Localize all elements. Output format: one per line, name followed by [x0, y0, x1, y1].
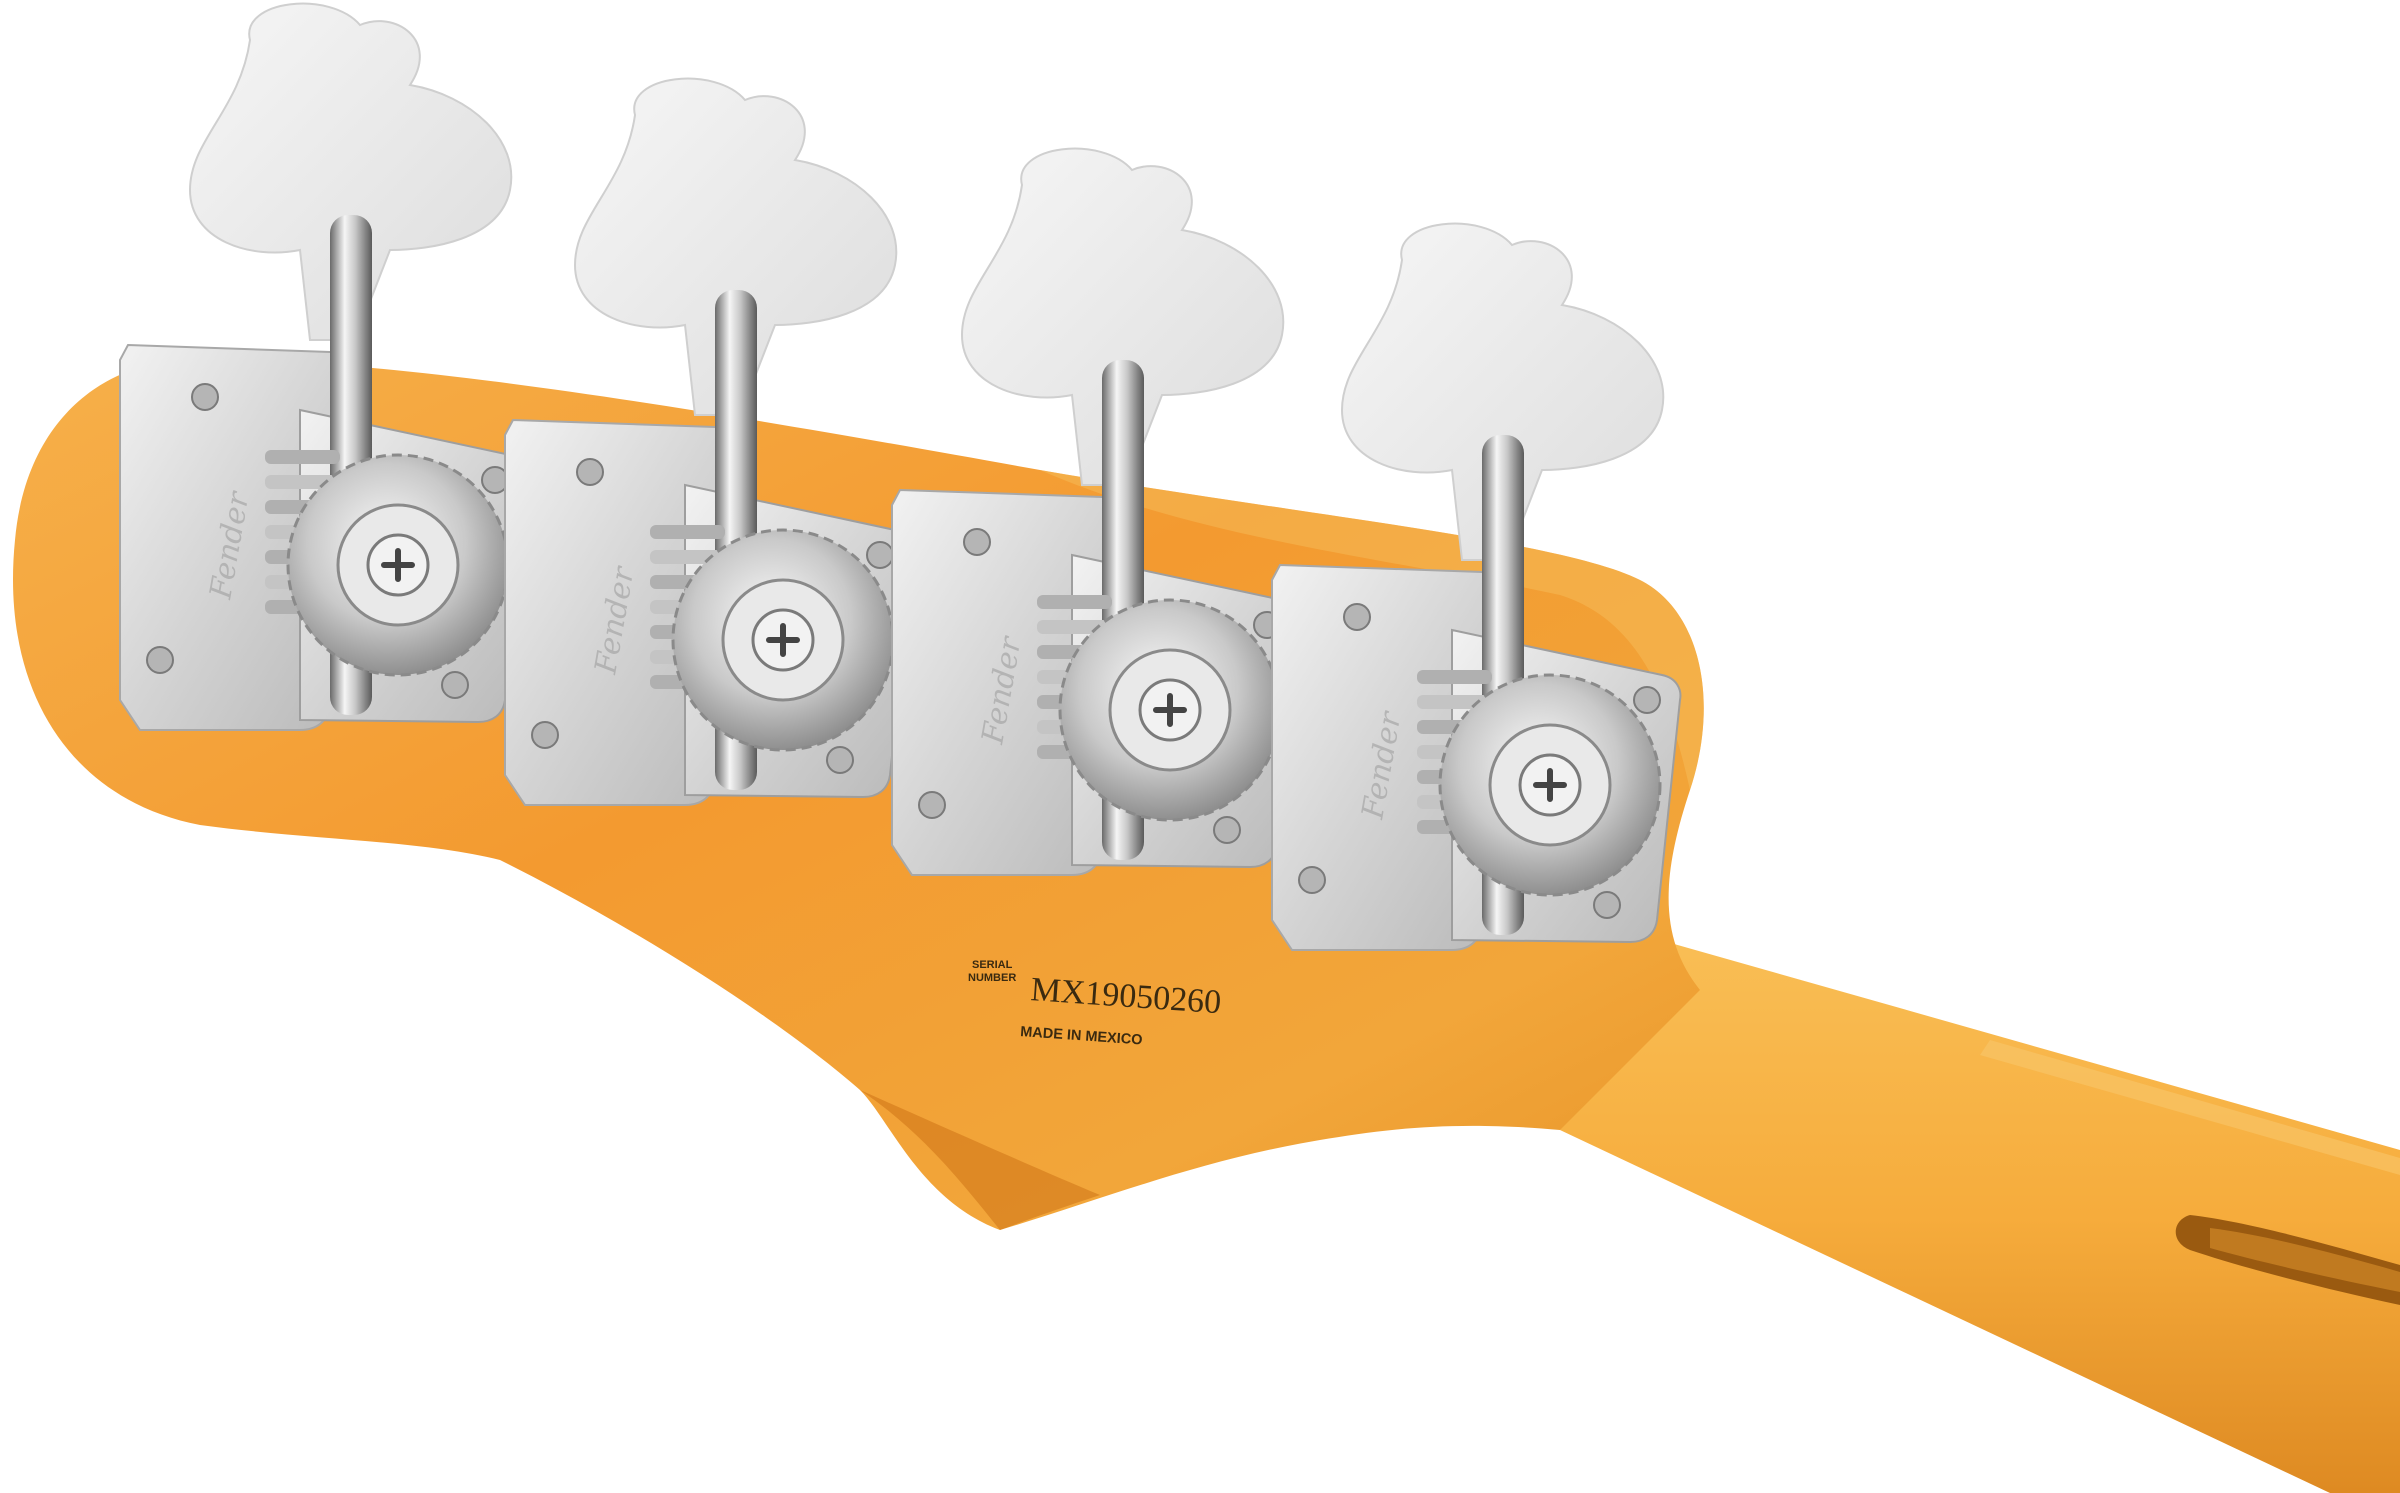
screw: [1633, 686, 1661, 714]
tuner-button[interactable]: [1340, 222, 1665, 561]
screw: [531, 721, 559, 749]
serial-label-line2: NUMBER: [968, 972, 1016, 984]
screw: [826, 746, 854, 774]
screw: [866, 541, 894, 569]
screw: [918, 791, 946, 819]
tuner-button[interactable]: [188, 2, 513, 341]
screw: [1343, 603, 1371, 631]
screw: [1593, 891, 1621, 919]
tuner-button[interactable]: [960, 147, 1285, 486]
screw: [146, 646, 174, 674]
phillips-screw-icon: [1533, 768, 1567, 802]
phillips-screw-icon: [381, 548, 415, 582]
screw: [963, 528, 991, 556]
phillips-screw-icon: [766, 623, 800, 657]
screw: [441, 671, 469, 699]
screw: [1213, 816, 1241, 844]
tuner-button[interactable]: [573, 77, 898, 416]
screw: [191, 383, 219, 411]
tuning-machine-2[interactable]: Fender: [504, 77, 915, 806]
serial-label-line1: SERIAL: [972, 959, 1013, 971]
screw: [1298, 866, 1326, 894]
tuning-machine-3[interactable]: Fender: [891, 147, 1302, 876]
tuning-machine-4[interactable]: Fender: [1271, 222, 1682, 951]
screw: [576, 458, 604, 486]
phillips-screw-icon: [1153, 693, 1187, 727]
neck: [1560, 940, 2400, 1493]
tuning-machine-1[interactable]: Fender: [119, 2, 530, 731]
